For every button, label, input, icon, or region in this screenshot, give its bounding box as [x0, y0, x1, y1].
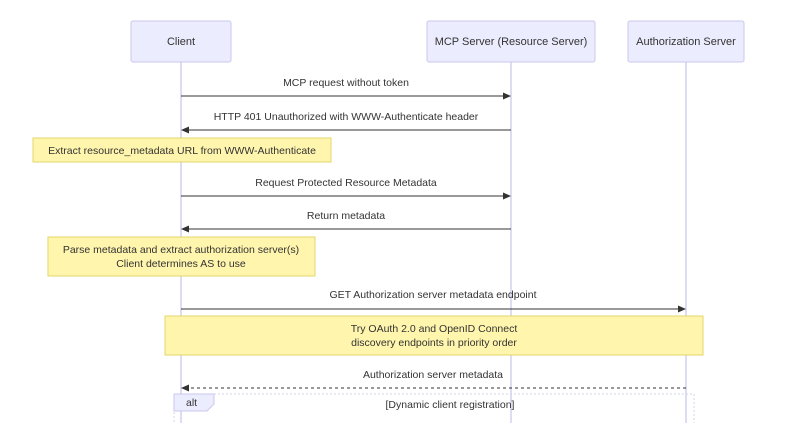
participant-mcp-server-label: MCP Server (Resource Server) [435, 36, 588, 48]
arrowhead [181, 384, 189, 392]
message-http-401: HTTP 401 Unauthorized with WWW-Authentic… [181, 111, 511, 134]
note-try-oauth-discovery: Try OAuth 2.0 and OpenID Connect discove… [164, 315, 704, 356]
arrowhead [678, 305, 686, 313]
note-text: Extract resource_metadata URL from WWW-A… [48, 145, 316, 157]
arrowhead [181, 126, 189, 134]
message-mcp-request: MCP request without token [181, 77, 511, 100]
alt-keyword: alt [186, 397, 197, 409]
note-text-line-2: discovery endpoints in priority order [351, 337, 517, 349]
note-parse-metadata: Parse metadata and extract authorization… [47, 236, 316, 277]
message-label: MCP request without token [283, 77, 409, 89]
alt-condition: [Dynamic client registration] [386, 399, 515, 411]
message-label: GET Authorization server metadata endpoi… [329, 289, 536, 301]
message-return-metadata: Return metadata [181, 210, 511, 233]
message-label: Return metadata [307, 210, 385, 222]
participant-mcp-server[interactable]: MCP Server (Resource Server) [426, 20, 596, 63]
message-label: Request Protected Resource Metadata [255, 177, 437, 189]
message-label: Authorization server metadata [363, 369, 503, 381]
participant-authorization-server-label: Authorization Server [636, 36, 736, 48]
message-request-protected-resource-metadata: Request Protected Resource Metadata [181, 177, 511, 200]
message-authorization-server-metadata: Authorization server metadata [181, 369, 686, 392]
arrowhead [503, 92, 511, 100]
alt-block: alt [Dynamic client registration] [173, 393, 695, 423]
alt-tab [173, 393, 215, 412]
participant-client-label: Client [167, 36, 195, 48]
note-text-line-1: Try OAuth 2.0 and OpenID Connect [351, 323, 518, 335]
note-extract-resource-metadata: Extract resource_metadata URL from WWW-A… [32, 137, 332, 163]
participant-authorization-server[interactable]: Authorization Server [627, 20, 745, 63]
participant-client[interactable]: Client [130, 20, 232, 63]
message-label: HTTP 401 Unauthorized with WWW-Authentic… [214, 111, 479, 123]
arrowhead [181, 225, 189, 233]
note-text-line-2: Client determines AS to use [116, 258, 246, 270]
message-get-authorization-server-metadata: GET Authorization server metadata endpoi… [181, 289, 686, 313]
arrowhead [503, 192, 511, 200]
note-text-line-1: Parse metadata and extract authorization… [63, 244, 299, 256]
